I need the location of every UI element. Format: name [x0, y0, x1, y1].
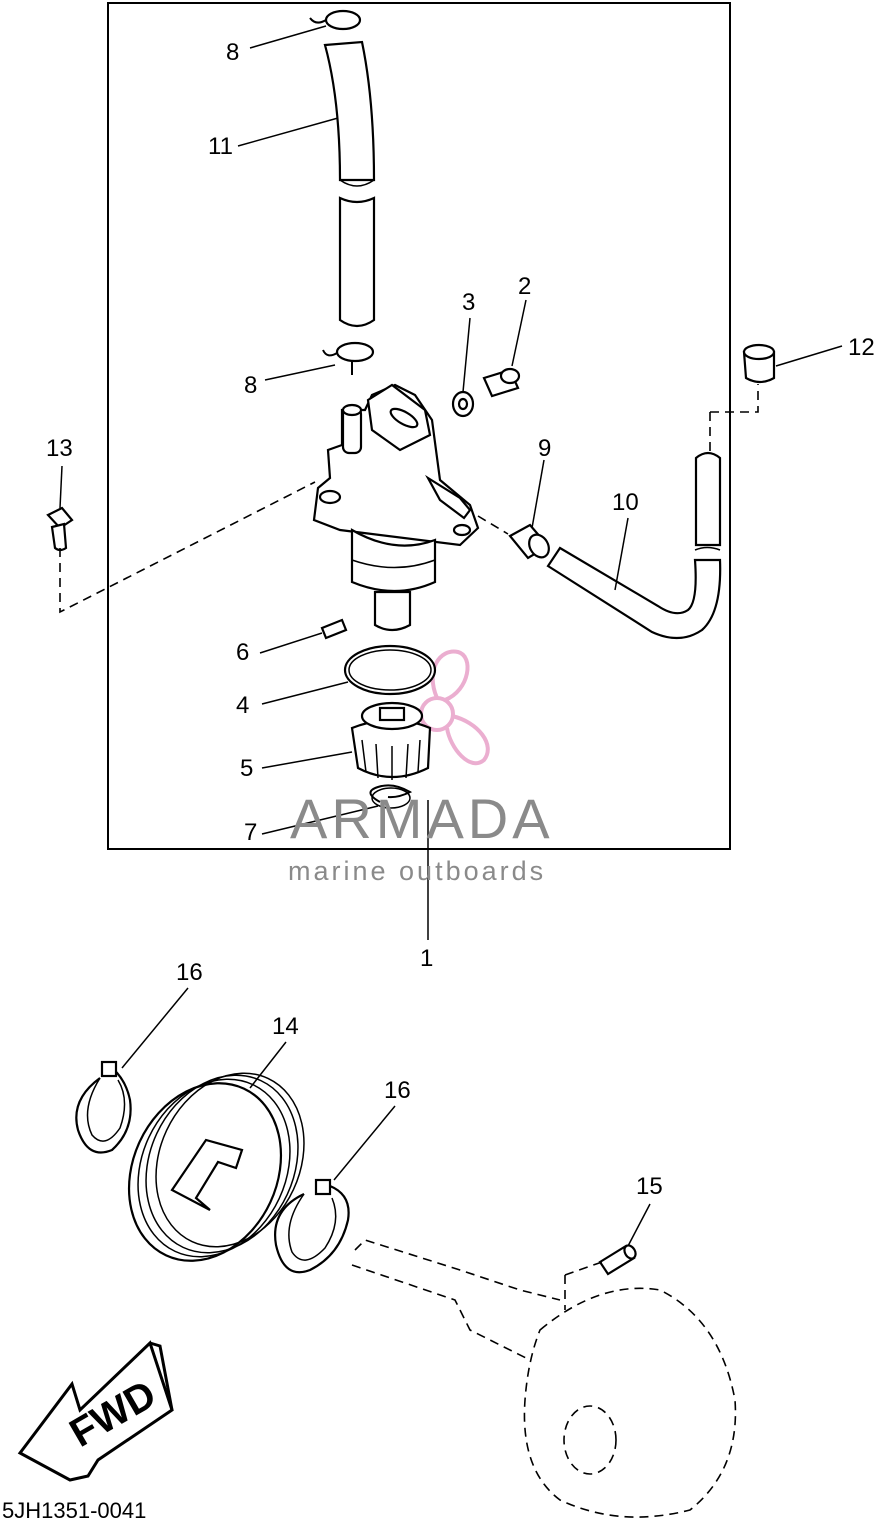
oil-pump-body-part-1	[312, 383, 480, 632]
callout-3: 3	[462, 289, 475, 316]
fwd-arrow-icon: FWD	[17, 1340, 174, 1482]
callout-15: 15	[636, 1173, 663, 1200]
callout-8-upper: 8	[226, 39, 239, 66]
drive-gear-part-5	[350, 701, 432, 780]
callout-14: 14	[272, 1013, 299, 1040]
callout-6: 6	[236, 639, 249, 666]
callout-16-left: 16	[176, 959, 203, 986]
circlip-part-16-right	[274, 1178, 350, 1274]
diagram-code: 5JH1351-0041	[2, 1498, 146, 1523]
callout-10: 10	[612, 489, 639, 516]
hose-part-11	[323, 40, 376, 328]
watermark-subtitle: marine outboards	[288, 856, 546, 886]
circlip-part-16-left	[75, 1060, 132, 1154]
callout-9: 9	[538, 435, 551, 462]
pulley-part-14	[127, 1072, 305, 1262]
screw-part-13	[46, 506, 74, 552]
callout-13: 13	[46, 435, 73, 462]
callout-2: 2	[518, 273, 531, 300]
clip-part-8-lower	[322, 341, 375, 375]
callout-12: 12	[848, 334, 875, 361]
watermark-title: ARMADA	[290, 787, 554, 850]
o-ring-part-4	[343, 644, 437, 696]
pin-part-6	[320, 618, 348, 640]
crankshaft-outline	[351, 1239, 737, 1518]
circlip-part-7	[369, 784, 413, 809]
callout-16-right: 16	[384, 1077, 411, 1104]
callout-5: 5	[240, 755, 253, 782]
leader-lines	[59, 25, 843, 1276]
callout-4: 4	[236, 692, 249, 719]
callout-8-lower: 8	[244, 372, 257, 399]
callout-7: 7	[244, 819, 257, 846]
callout-1: 1	[420, 945, 433, 972]
cap-part-12	[742, 343, 776, 384]
bolt-part-2	[482, 367, 521, 398]
washer-part-3	[451, 390, 475, 418]
assembly-frame	[107, 2, 731, 850]
clip-part-8-upper	[309, 9, 362, 31]
grommet-part-9	[508, 523, 550, 560]
pin-part-15	[598, 1244, 637, 1276]
callout-11: 11	[208, 133, 233, 160]
hose-part-10	[546, 451, 722, 640]
